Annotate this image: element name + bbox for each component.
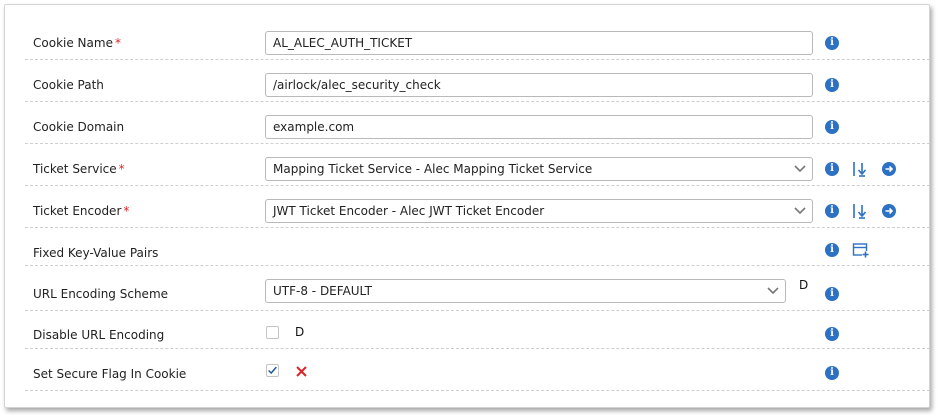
cookie-name-input[interactable]: AL_ALEC_AUTH_TICKET [265, 31, 813, 55]
row-url-encoding-scheme: URL Encoding Scheme UTF-8 - DEFAULT D i [25, 266, 930, 311]
info-icon[interactable]: i [825, 204, 839, 218]
required-marker: * [118, 162, 125, 176]
required-marker: * [123, 204, 130, 218]
chevron-down-icon [767, 287, 779, 295]
ticket-encoder-value: JWT Ticket Encoder - Alec JWT Ticket Enc… [273, 204, 545, 218]
checkmark-icon [268, 366, 277, 375]
info-icon[interactable]: i [825, 78, 839, 92]
chevron-down-icon [794, 207, 806, 215]
disable-url-encoding-label: Disable URL Encoding [33, 328, 165, 342]
cookie-name-label: Cookie Name* [33, 36, 121, 50]
fixed-pairs-label: Fixed Key-Value Pairs [33, 246, 159, 260]
info-icon[interactable]: i [825, 36, 839, 50]
row-ticket-service: Ticket Service* Mapping Ticket Service -… [25, 144, 930, 186]
cookie-path-label: Cookie Path [33, 78, 104, 92]
default-marker: D [799, 278, 809, 292]
jump-to-icon[interactable] [851, 160, 869, 178]
info-icon[interactable]: i [825, 243, 839, 257]
row-disable-url-encoding: Disable URL Encoding D i [25, 311, 930, 349]
arrow-right-circle-icon[interactable] [882, 162, 896, 176]
info-icon[interactable]: i [825, 287, 839, 301]
required-marker: * [114, 36, 121, 50]
row-secure-flag: Set Secure Flag In Cookie i [25, 349, 930, 391]
info-icon[interactable]: i [825, 162, 839, 176]
url-encoding-scheme-label: URL Encoding Scheme [33, 287, 169, 301]
cookie-settings-panel: Cookie Name* AL_ALEC_AUTH_TICKET i Cooki… [4, 4, 930, 408]
ticket-encoder-select[interactable]: JWT Ticket Encoder - Alec JWT Ticket Enc… [265, 199, 813, 223]
arrow-right-circle-icon[interactable] [882, 204, 896, 218]
arrow-glyph [885, 165, 894, 173]
jump-to-icon[interactable] [851, 202, 869, 220]
ticket-service-label: Ticket Service* [33, 162, 125, 176]
info-icon[interactable]: i [825, 120, 839, 134]
row-cookie-name: Cookie Name* AL_ALEC_AUTH_TICKET i [25, 5, 930, 60]
reset-x-icon[interactable] [295, 365, 308, 378]
ticket-encoder-label: Ticket Encoder* [33, 204, 130, 218]
secure-flag-checkbox[interactable] [266, 364, 279, 377]
info-icon[interactable]: i [825, 366, 839, 380]
row-cookie-path: Cookie Path /airlock/alec_security_check… [25, 60, 930, 102]
url-encoding-scheme-select[interactable]: UTF-8 - DEFAULT [265, 279, 786, 303]
cookie-path-input[interactable]: /airlock/alec_security_check [265, 73, 813, 97]
url-encoding-scheme-value: UTF-8 - DEFAULT [273, 284, 372, 298]
add-entry-icon[interactable] [852, 241, 870, 259]
chevron-down-icon [794, 165, 806, 173]
cookie-domain-input[interactable]: example.com [265, 115, 813, 139]
ticket-service-value: Mapping Ticket Service - Alec Mapping Ti… [273, 162, 593, 176]
row-cookie-domain: Cookie Domain example.com i [25, 102, 930, 144]
info-icon[interactable]: i [825, 327, 839, 341]
cookie-domain-label: Cookie Domain [33, 120, 125, 134]
arrow-glyph [885, 207, 894, 215]
ticket-service-select[interactable]: Mapping Ticket Service - Alec Mapping Ti… [265, 157, 813, 181]
row-fixed-key-value-pairs: Fixed Key-Value Pairs i [25, 228, 930, 266]
row-ticket-encoder: Ticket Encoder* JWT Ticket Encoder - Ale… [25, 186, 930, 228]
disable-url-encoding-checkbox[interactable] [266, 326, 279, 339]
secure-flag-label: Set Secure Flag In Cookie [33, 367, 187, 381]
default-marker: D [295, 325, 305, 339]
